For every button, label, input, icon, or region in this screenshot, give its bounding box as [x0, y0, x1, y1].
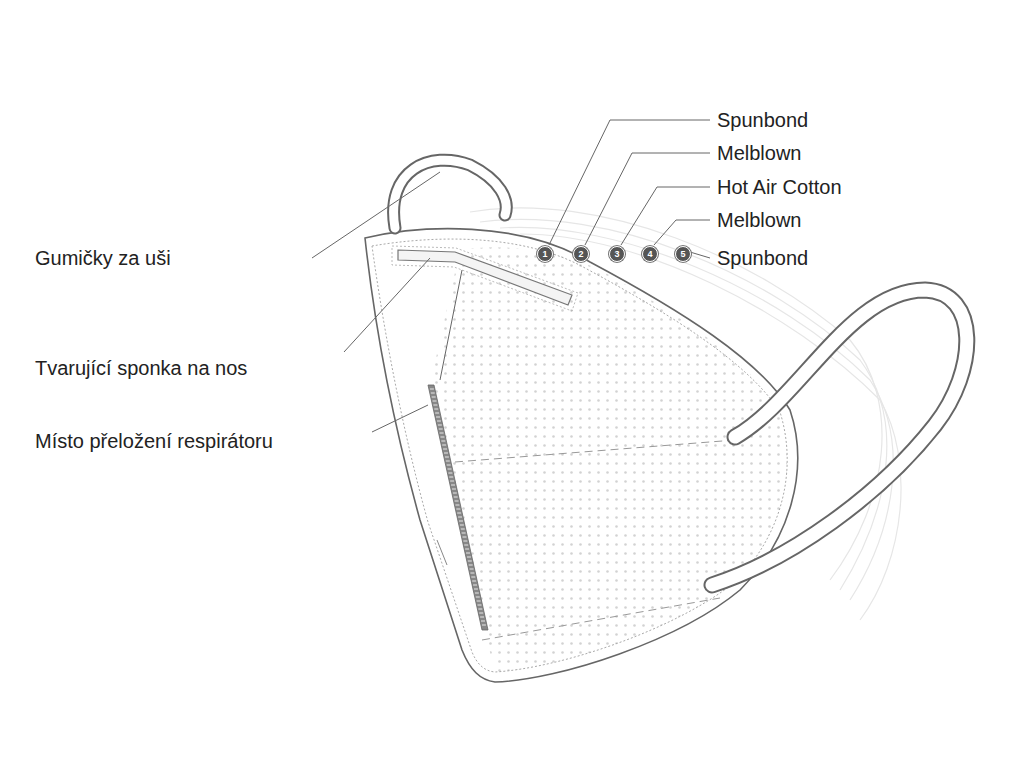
- panel-mark: [437, 540, 447, 565]
- part-label: Místo přeložení respirátoru: [35, 429, 273, 453]
- layer-label: Spunbond: [717, 246, 808, 270]
- callout-number: 1: [537, 246, 553, 262]
- layer-label: Melblown: [717, 141, 801, 165]
- mask-body: [365, 229, 798, 682]
- callout-number: 5: [675, 246, 691, 262]
- layer-label: Melblown: [717, 208, 801, 232]
- callout-text: 5: [680, 250, 685, 259]
- ear-loops: [394, 160, 967, 585]
- part-label: Tvarující sponka na nos: [35, 356, 247, 380]
- part-label: Gumičky za uši: [35, 246, 171, 270]
- fold-line: [455, 440, 735, 462]
- callout-text: 3: [614, 250, 619, 259]
- nose-clip: [398, 250, 572, 305]
- callout-number: 2: [573, 246, 589, 262]
- callout-text: 1: [542, 250, 547, 259]
- layer-label: Spunbond: [717, 108, 808, 132]
- callout-number: 4: [642, 246, 658, 262]
- fold-strip-ridges: [430, 389, 486, 625]
- layer-label: Hot Air Cotton: [717, 175, 842, 199]
- callout-text: 2: [578, 250, 583, 259]
- seam-line: [372, 239, 787, 672]
- leader-lines: [312, 120, 710, 432]
- fold-line: [482, 598, 720, 640]
- nose-clip-seam: [392, 246, 578, 311]
- callout-text: 4: [647, 250, 652, 259]
- callout-number: 3: [609, 246, 625, 262]
- fold-strip: [428, 385, 488, 630]
